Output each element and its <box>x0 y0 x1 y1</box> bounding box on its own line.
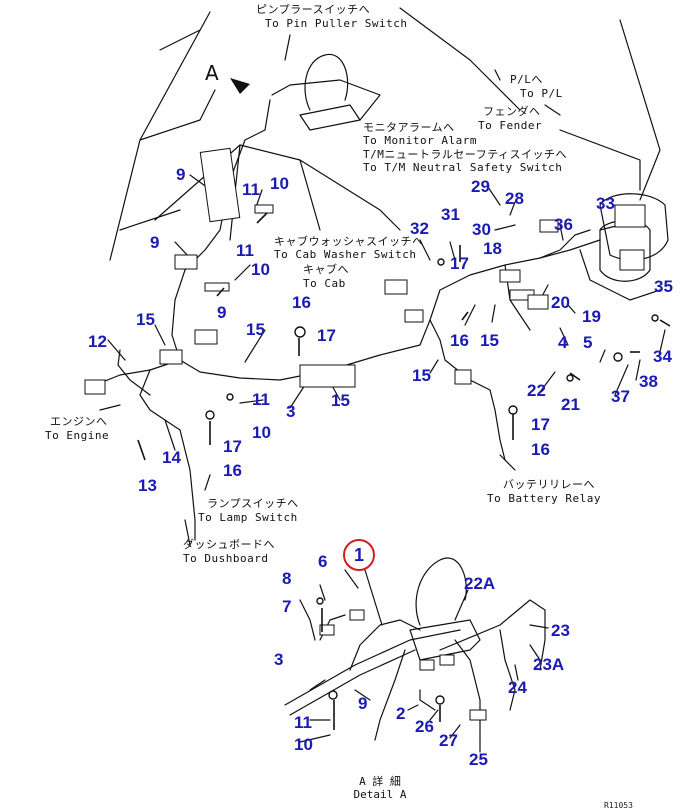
view-a-marker: A <box>205 61 219 85</box>
part-number: 22A <box>464 574 496 593</box>
part-number: 17 <box>450 254 469 273</box>
part-number: 36 <box>554 215 573 234</box>
part-number: 13 <box>138 476 157 495</box>
part-number: 31 <box>441 205 460 224</box>
part-number: 6 <box>318 552 328 571</box>
part-number: 18 <box>483 239 502 258</box>
part-number: 4 <box>558 333 568 352</box>
part-number: 14 <box>162 448 181 467</box>
part-number: 23 <box>551 621 570 640</box>
part-number: 16 <box>450 331 469 350</box>
callout-monitor-en: To Monitor Alarm <box>363 134 477 147</box>
part-number: 11 <box>252 390 270 409</box>
callout-pl-en: To P/L <box>520 87 563 100</box>
part-number: 19 <box>582 307 601 326</box>
part-number: 9 <box>150 233 160 252</box>
part-number: 15 <box>136 310 155 329</box>
part-number: 17 <box>317 326 336 345</box>
callout-dashboard-jp: ダッシュボードへ <box>183 538 275 551</box>
part-number: 12 <box>88 332 107 351</box>
part-number: 24 <box>508 678 527 697</box>
part-number: 34 <box>653 347 672 366</box>
part-number: 15 <box>412 366 431 385</box>
part-number: 27 <box>439 731 458 750</box>
callout-fender-jp: フェンダへ <box>483 105 541 118</box>
part-number: 32 <box>410 219 429 238</box>
callout-cab-washer-en: To Cab Washer Switch <box>274 248 417 261</box>
part-number: 9 <box>217 303 227 322</box>
part-number: 15 <box>246 320 265 339</box>
part-number: 5 <box>583 333 593 352</box>
part-number: 15 <box>480 331 499 350</box>
callout-lamp-jp: ランプスイッチへ <box>207 497 299 510</box>
part-number: 10 <box>270 174 289 193</box>
detail-caption-jp: A 詳 細 <box>359 775 401 788</box>
part-number: 3 <box>286 402 296 421</box>
part-number: 29 <box>471 177 490 196</box>
part-number: 10 <box>252 423 271 442</box>
detail-caption-en: Detail A <box>353 788 407 801</box>
callout-pin-puller-jp: ピンプラースイッチへ <box>256 3 371 16</box>
callout-fender-en: To Fender <box>478 119 543 132</box>
figure-code: R11053 <box>604 801 633 810</box>
part-number: 17 <box>531 415 550 434</box>
part-number: 10 <box>294 735 313 754</box>
part-number: 11 <box>242 180 260 199</box>
part-number: 10 <box>251 260 270 279</box>
part-number: 16 <box>531 440 550 459</box>
callout-tm-safety-en: To T/M Neutral Safety Switch <box>363 161 563 174</box>
part-number: 3 <box>274 650 284 669</box>
part-number: 21 <box>561 395 580 414</box>
highlighted-part-1: 1 <box>343 539 375 571</box>
callout-cab-en: To Cab <box>303 277 346 290</box>
callout-monitor-jp: モニタアラームへ <box>363 121 455 134</box>
part-number: 9 <box>358 694 368 713</box>
part-number: 11 <box>294 713 312 732</box>
part-number: 25 <box>469 750 488 769</box>
part-number: 16 <box>223 461 242 480</box>
callout-pin-puller-en: To Pin Puller Switch <box>265 17 408 30</box>
part-number: 8 <box>282 569 292 588</box>
callout-engine-jp: エンジンへ <box>50 415 108 428</box>
part-number: 20 <box>551 293 570 312</box>
part-number: 9 <box>176 165 186 184</box>
callout-dashboard-en: To Dushboard <box>183 552 269 565</box>
part-number: 28 <box>505 189 524 208</box>
part-number: 30 <box>472 220 491 239</box>
part-number: 17 <box>223 437 242 456</box>
callout-tm-safety-jp: T/Mニュートラルセーフティスイッチへ <box>363 148 568 161</box>
callout-cab-washer-jp: キャブウォッシャスイッチへ <box>274 235 424 248</box>
part-number: 26 <box>415 717 434 736</box>
part-number: 23A <box>533 655 565 674</box>
callout-engine-en: To Engine <box>45 429 110 442</box>
callout-lamp-en: To Lamp Switch <box>198 511 298 524</box>
callout-pl-jp: P/Lへ <box>510 73 543 86</box>
part-number: 11 <box>236 241 254 260</box>
callout-battery-en: To Battery Relay <box>487 492 601 505</box>
callout-cab-jp: キャブへ <box>303 263 349 276</box>
part-number: 38 <box>639 372 658 391</box>
callout-battery-jp: バッテリリレーへ <box>503 478 595 491</box>
part-number: 37 <box>611 387 630 406</box>
part-number: 35 <box>654 277 673 296</box>
part-number: 15 <box>331 391 350 410</box>
part-number: 33 <box>596 194 615 213</box>
part-number: 16 <box>292 293 311 312</box>
part-number: 22 <box>527 381 546 400</box>
part-number: 7 <box>282 597 292 616</box>
part-number: 2 <box>396 704 406 723</box>
